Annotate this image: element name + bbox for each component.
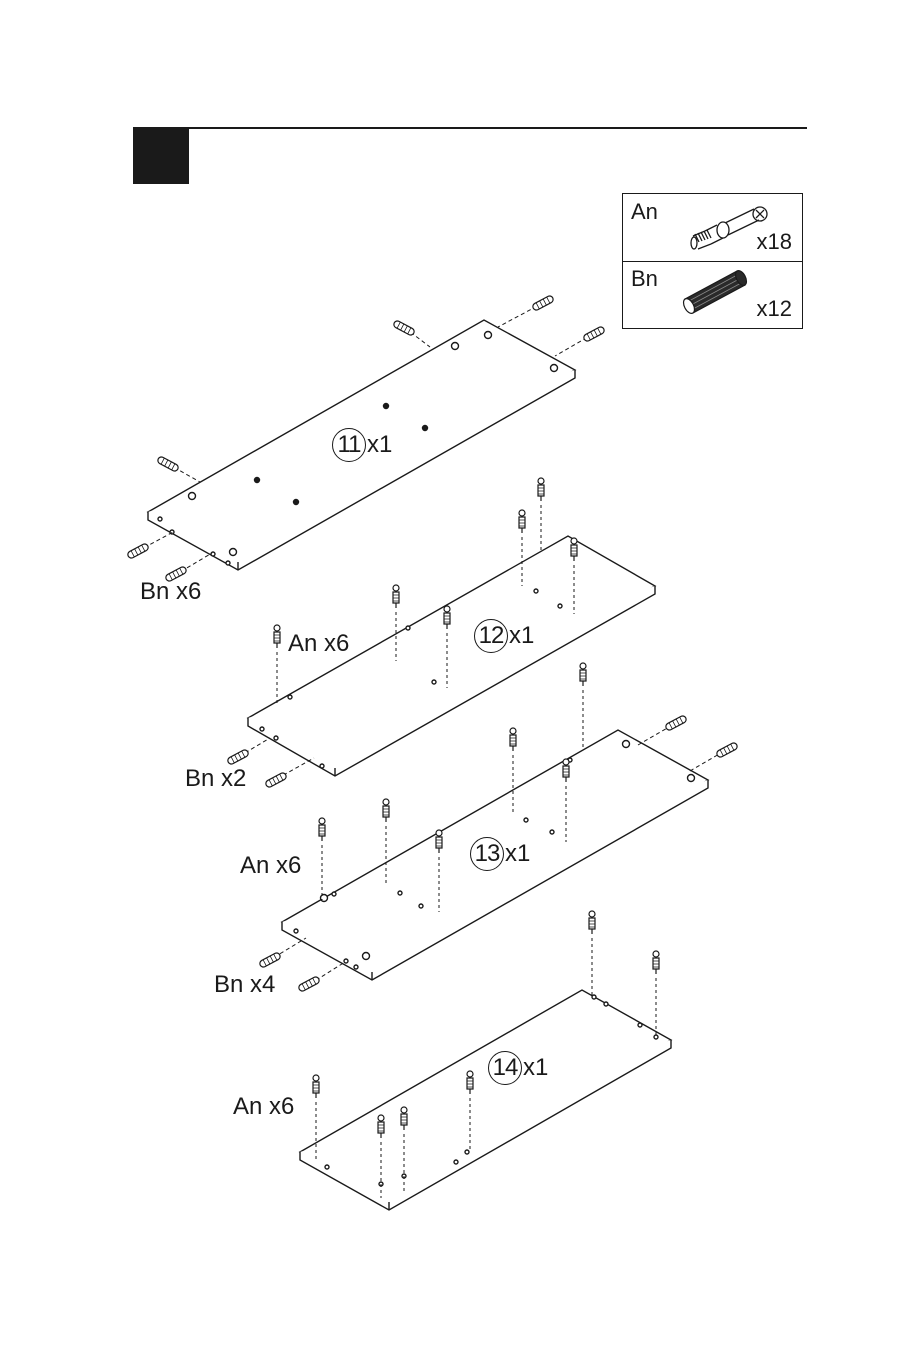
panel-number: 13 — [470, 837, 504, 871]
panel-count: x1 — [505, 842, 530, 866]
panel-count: x1 — [523, 1056, 548, 1080]
panel-number: 14 — [488, 1051, 522, 1085]
panel-count: x1 — [509, 624, 534, 648]
panel-14 — [300, 938, 671, 1210]
panel-count: x1 — [367, 433, 392, 457]
hardware-label: Bn x6 — [140, 580, 201, 604]
hardware-label: Bn x4 — [214, 973, 275, 997]
hardware-label: An x6 — [288, 632, 349, 656]
panel-number: 12 — [474, 619, 508, 653]
panel-number: 11 — [332, 428, 366, 462]
hardware-label: An x6 — [233, 1095, 294, 1119]
hardware-label: Bn x2 — [185, 767, 246, 791]
hardware-label: An x6 — [240, 854, 301, 878]
